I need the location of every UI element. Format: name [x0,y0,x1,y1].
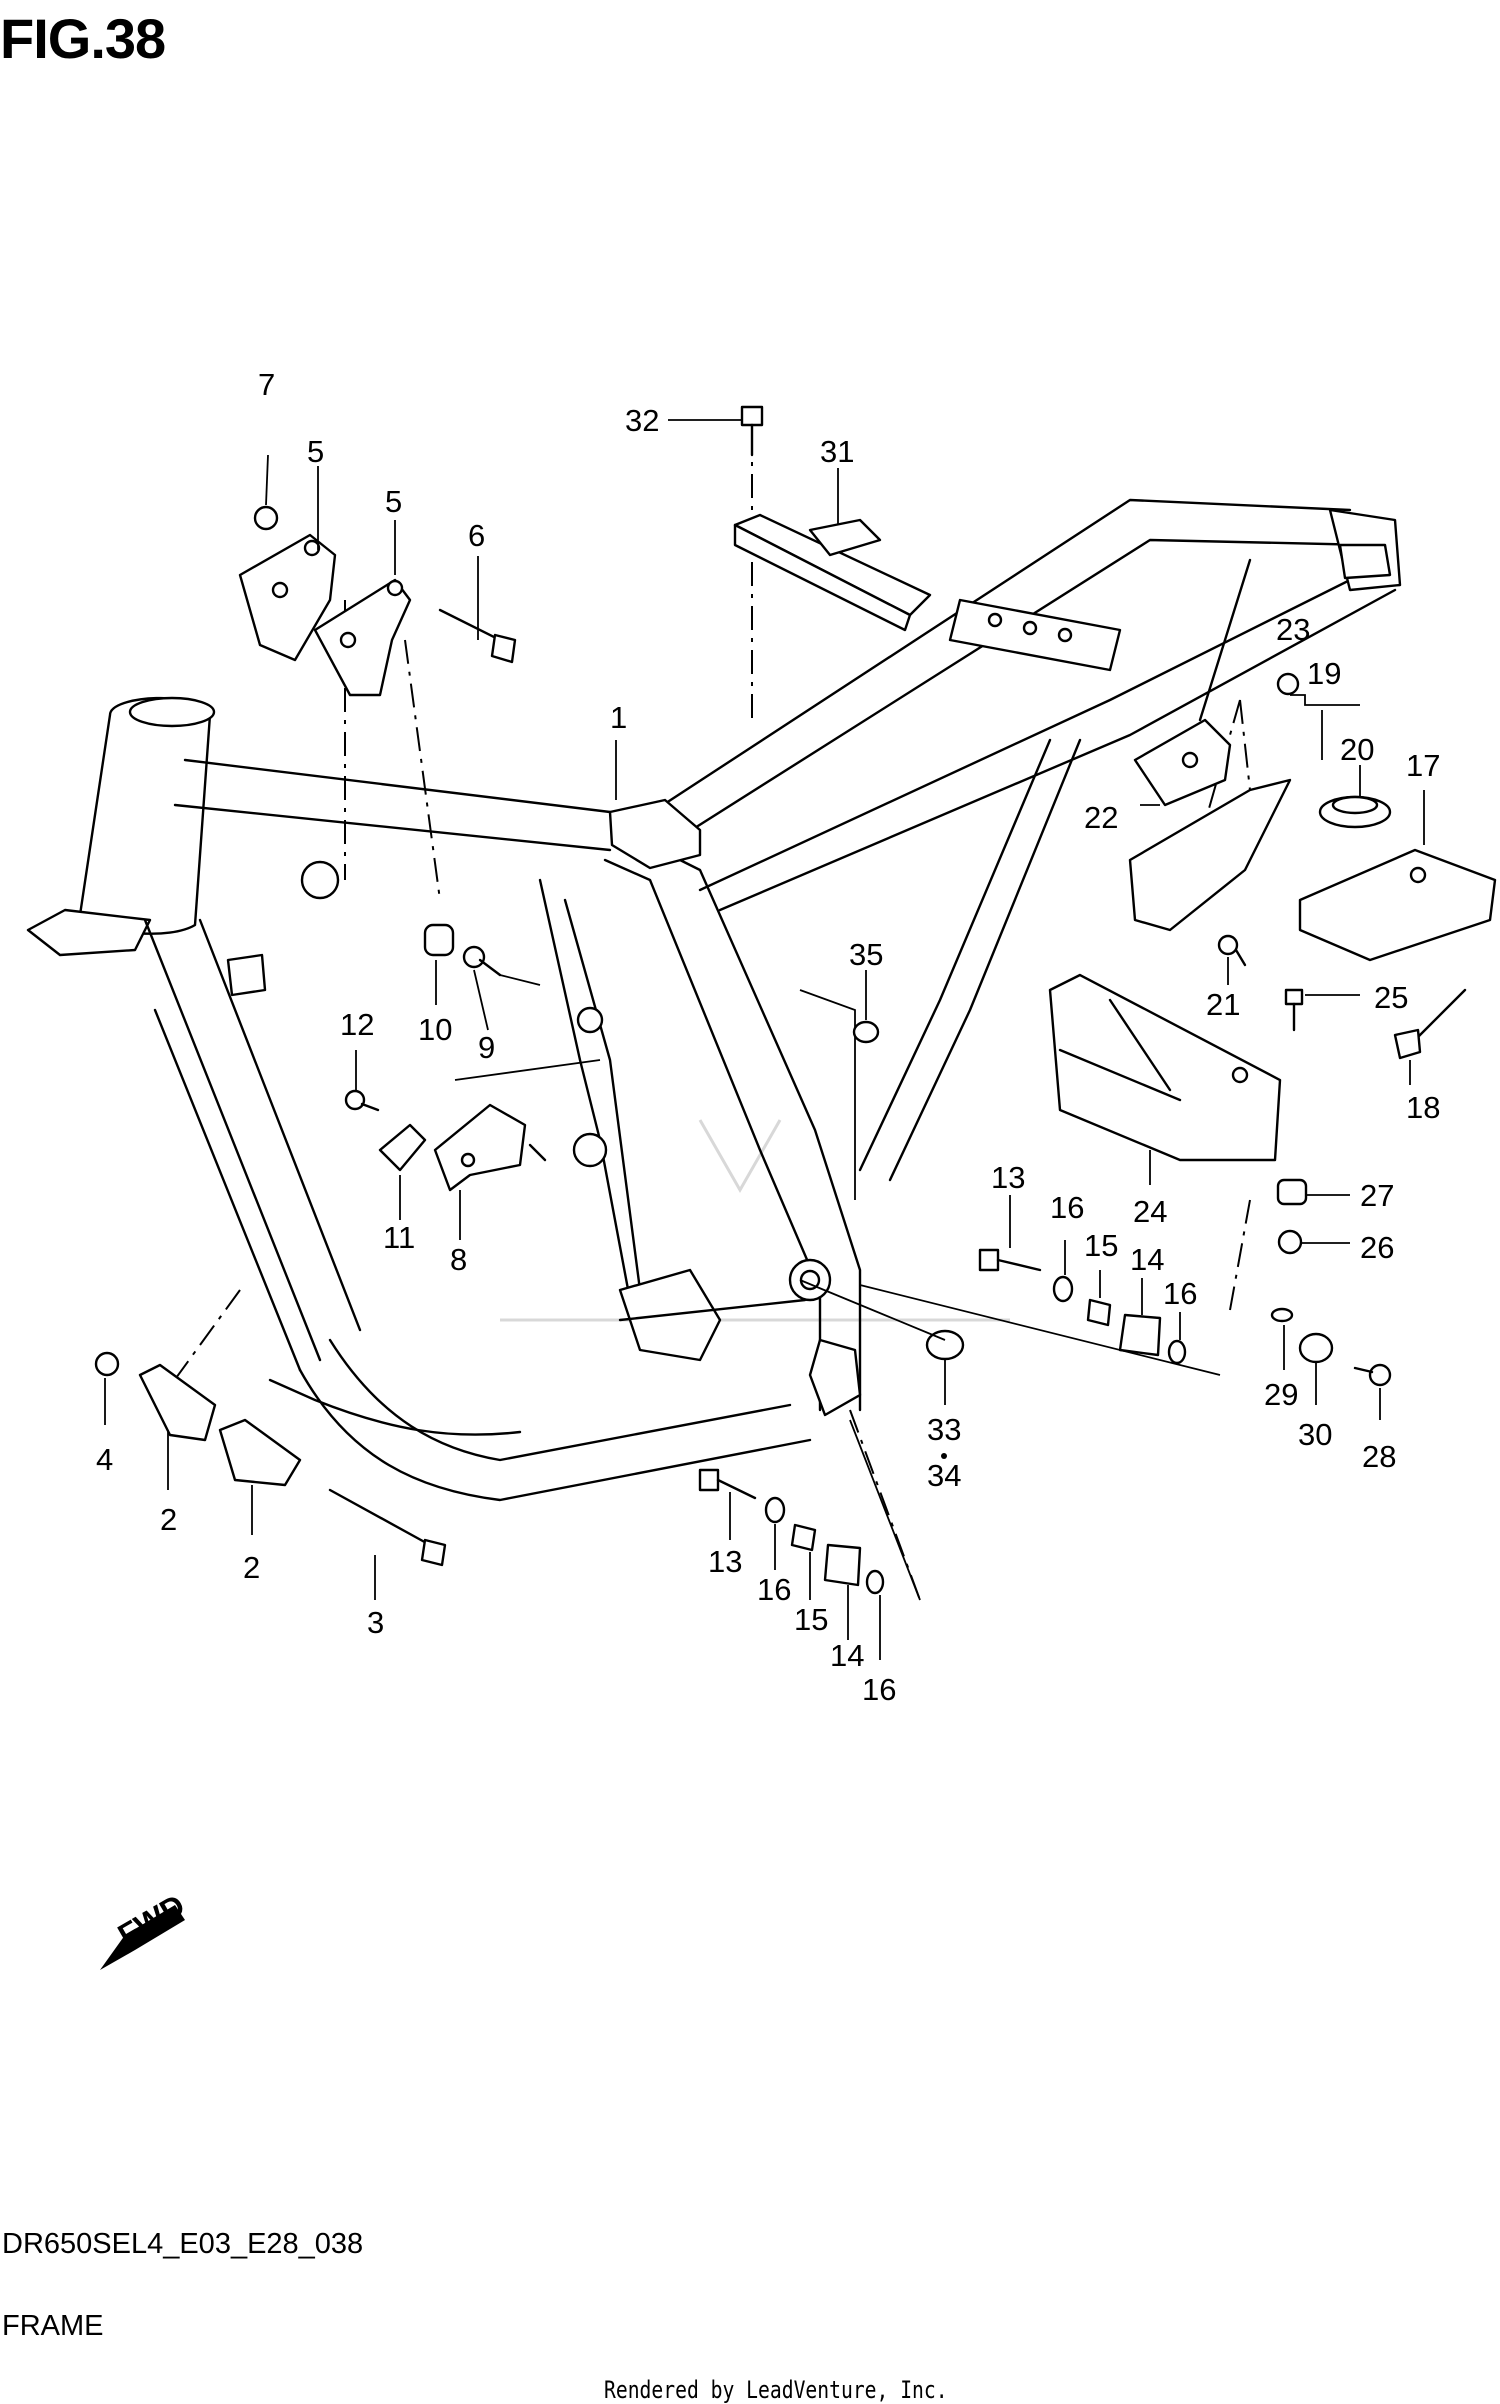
part-12-bolt [344,1089,380,1112]
callout-25: 25 [1374,980,1408,1015]
part-30-collar [1298,1332,1334,1364]
callout-16: 16 [1163,1276,1197,1311]
part-21-bolt [1217,934,1247,967]
callout-28: 28 [1362,1439,1396,1474]
callout-3: 3 [367,1605,384,1640]
callout-21: 21 [1206,987,1240,1022]
part-35-cap [852,1020,880,1044]
pivot-hardware-lower [698,1419,921,1601]
main-frame [26,498,1402,1502]
fwd-label: FWD [112,1887,191,1953]
part-17-rear-fender [1298,848,1497,962]
callout-33: 33 [927,1412,961,1447]
figure-name: FRAME [2,2310,104,2342]
render-credit: Rendered by LeadVenture, Inc. [604,2376,948,2404]
callout-4: 4 [96,1442,113,1477]
part-33-plug [799,1279,965,1361]
pivot-hardware-upper [859,1248,1221,1376]
callout-16: 16 [862,1672,896,1707]
part-26-nut [1277,1229,1303,1255]
part-2-bracket-left [138,1363,217,1442]
callout-17: 17 [1406,748,1440,783]
part-25-bolt [1284,988,1304,1032]
callout-13: 13 [991,1160,1025,1195]
callout-33-34-dot [941,1453,947,1459]
part-28-bolt [1353,1363,1392,1387]
callout-19: 19 [1307,656,1341,691]
callout-2: 2 [243,1550,260,1585]
part-7-nut [253,505,279,531]
callout-15: 15 [794,1602,828,1637]
callout-5: 5 [307,434,324,469]
callout-11: 11 [383,1220,415,1255]
part-24-battery-box [1048,973,1282,1162]
callout-34: 34 [927,1458,961,1493]
part-3-bolt [328,1488,447,1567]
callout-16: 16 [1050,1190,1084,1225]
callout-12: 12 [340,1007,374,1042]
fwd-arrow-icon: FWD [100,1887,191,1970]
figure-title: FIG.38 [0,7,166,70]
part-8-bracket [433,1103,547,1192]
part-9-bolt [462,945,502,977]
callout-16: 16 [757,1572,791,1607]
callout-29: 29 [1264,1377,1298,1412]
part-2-bracket-right [218,1418,302,1487]
part-4-nut [94,1351,120,1377]
part-19-mudguard [1128,778,1292,932]
part-20-rubber-cup [1318,795,1392,829]
callout-24: 24 [1133,1194,1167,1229]
callout-5: 5 [385,484,402,519]
callout-leaders [104,419,1425,1660]
part-11-clamp [378,1123,427,1172]
callout-1: 1 [610,700,627,735]
callout-30: 30 [1298,1417,1332,1452]
callout-23: 23 [1276,612,1310,647]
part-18-bolt [1393,988,1467,1060]
part-29-clip [1270,1307,1294,1323]
callout-7: 7 [258,367,275,402]
callout-13: 13 [708,1544,742,1579]
part-31-bracket [733,513,932,632]
callout-22: 22 [1084,800,1118,835]
callout-26: 26 [1360,1230,1394,1265]
callout-14: 14 [1130,1242,1164,1277]
callout-labels: 1 2 2 3 4 5 5 6 7 8 9 10 11 12 13 13 14 … [96,367,1440,1707]
callout-9: 9 [478,1030,495,1065]
watermark-logo [500,1119,1010,1322]
callout-6: 6 [468,518,485,553]
callout-10: 10 [418,1012,452,1047]
callout-15: 15 [1084,1228,1118,1263]
part-10-collar [423,923,455,957]
part-32-bolt [740,405,764,457]
callout-31: 31 [820,434,854,469]
callout-18: 18 [1406,1090,1440,1125]
part-27-grommet [1276,1178,1308,1206]
callout-20: 20 [1340,732,1374,767]
part-22-bracket [1133,718,1232,807]
callout-27: 27 [1360,1178,1394,1213]
callout-32: 32 [625,403,659,438]
callout-8: 8 [450,1242,467,1277]
callout-14: 14 [830,1638,864,1673]
part-23-bolt [1276,672,1300,696]
figure-code: DR650SEL4_E03_E28_038 [2,2228,364,2260]
part-6-bolt [438,608,517,664]
callout-35: 35 [849,937,883,972]
part-5-engine-mount-plate [238,533,412,697]
callout-2: 2 [160,1502,177,1537]
